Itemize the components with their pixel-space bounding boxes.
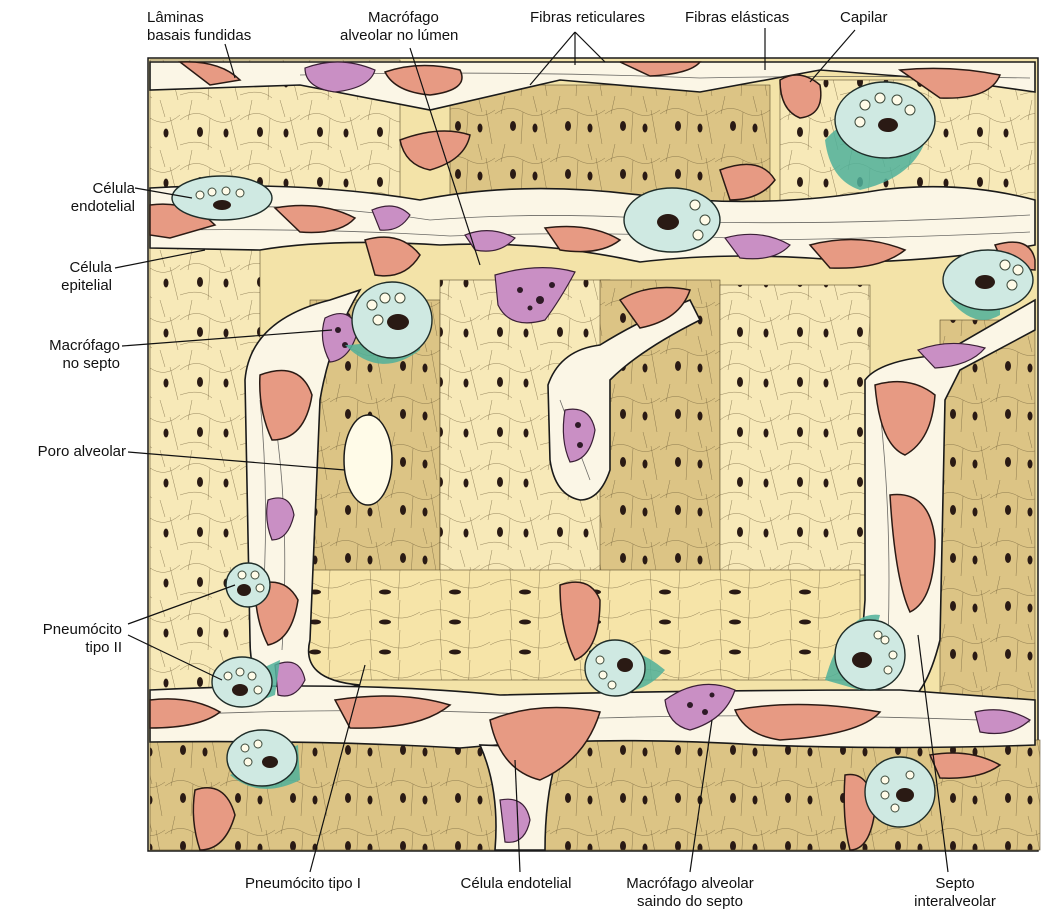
- alveolar-pore: [344, 415, 392, 505]
- label-macrofago-saindo-2: saindo do septo: [637, 893, 743, 910]
- label-macrofago-saindo-1: Macrófago alveolar: [626, 875, 754, 892]
- label-celula-epitelial-2: epitelial: [61, 277, 112, 294]
- label-macrofago-lumen-1: Macrófago: [368, 9, 439, 26]
- label-laminas-basais-1: Lâminas: [147, 9, 204, 26]
- label-septo-2: interalveolar: [914, 893, 996, 910]
- label-pneumocito-i: Pneumócito tipo I: [245, 875, 361, 892]
- label-fibras-elasticas: Fibras elásticas: [685, 9, 789, 26]
- label-poro-alveolar: Poro alveolar: [38, 443, 126, 460]
- label-septo-1: Septo: [935, 875, 974, 892]
- label-pneumocito-ii-2: tipo II: [85, 639, 122, 656]
- label-macrofago-lumen-2: alveolar no lúmen: [340, 27, 458, 44]
- label-celula-epitelial-1: Célula: [69, 259, 112, 276]
- label-pneumocito-ii-1: Pneumócito: [43, 621, 122, 638]
- label-fibras-reticulares: Fibras reticulares: [530, 9, 645, 26]
- label-laminas-basais-2: basais fundidas: [147, 27, 251, 44]
- label-celula-endotelial-1: Célula: [92, 180, 135, 197]
- label-celula-endotelial-2: endotelial: [71, 198, 135, 215]
- label-celula-endotelial-bottom: Célula endotelial: [461, 875, 572, 892]
- label-macrofago-septo-2: no septo: [62, 355, 120, 372]
- label-macrofago-septo-1: Macrófago: [49, 337, 120, 354]
- label-capilar: Capilar: [840, 9, 888, 26]
